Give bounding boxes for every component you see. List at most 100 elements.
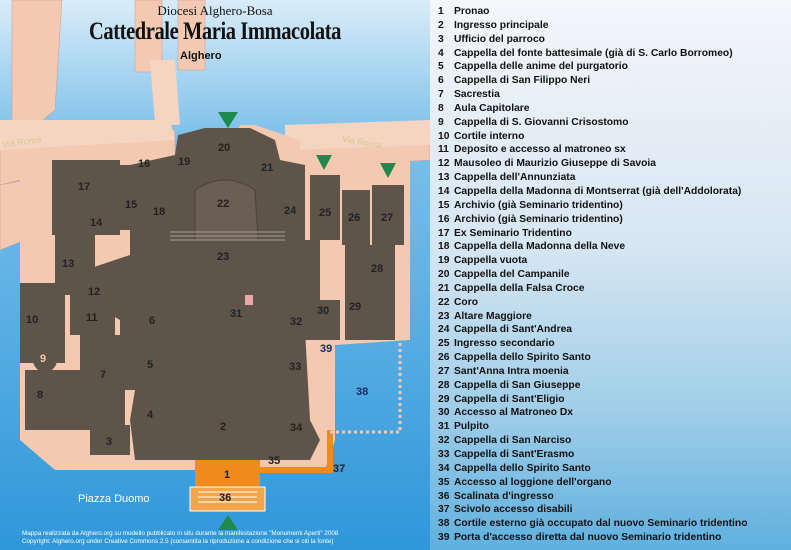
legend-number: 29 [438, 393, 450, 405]
legend-number: 10 [438, 130, 450, 142]
map-number-39[interactable]: 39 [320, 343, 333, 355]
map-number-14[interactable]: 14 [90, 217, 103, 229]
map-number-30[interactable]: 30 [317, 305, 330, 317]
legend-label: Mausoleo di Maurizio Giuseppe di Savoia [454, 158, 656, 170]
map-number-34[interactable]: 34 [290, 422, 303, 434]
map-number-9[interactable]: 9 [40, 353, 47, 365]
map-number-20[interactable]: 20 [218, 142, 231, 154]
map-title: Cattedrale Maria Immacolata [89, 18, 341, 45]
map-number-25[interactable]: 25 [319, 207, 332, 219]
map-number-11[interactable]: 11 [86, 312, 98, 324]
map-number-29[interactable]: 29 [349, 301, 362, 313]
map-number-26[interactable]: 26 [348, 212, 361, 224]
map-number-37[interactable]: 37 [333, 463, 346, 475]
legend-label: Cappella vuota [454, 255, 528, 267]
legend-label: Cappella della Madonna della Neve [454, 241, 626, 253]
map-number-3[interactable]: 3 [106, 436, 113, 448]
legend-item[interactable]: 12 Mausoleo di Maurizio Giuseppe di Savoi… [438, 157, 748, 171]
map-number-2[interactable]: 2 [220, 421, 227, 433]
legend-label: Cortile esterno già occupato dal nuovo S… [454, 518, 748, 530]
map-number-24[interactable]: 24 [284, 205, 297, 217]
map-number-15[interactable]: 15 [125, 199, 138, 211]
legend-number: 12 [438, 158, 450, 170]
map-number-17[interactable]: 17 [78, 181, 91, 193]
map-number-32[interactable]: 32 [290, 316, 303, 328]
map-number-1[interactable]: 1 [224, 469, 231, 481]
map-number-7[interactable]: 7 [100, 369, 107, 381]
legend-label: Altare Maggiore [454, 310, 532, 322]
map-number-31[interactable]: 31 [230, 308, 243, 320]
map-number-4[interactable]: 4 [147, 409, 154, 421]
legend-number: 34 [438, 462, 450, 474]
map-number-22[interactable]: 22 [217, 198, 230, 210]
legend-label: Cappella di San Filippo Neri [454, 75, 591, 87]
legend-number: 26 [438, 352, 450, 364]
map-number-35[interactable]: 35 [268, 455, 281, 467]
map-number-16[interactable]: 16 [138, 158, 151, 170]
cathedral-map[interactable]: Diocesi Alghero-Bosa Cattedrale Maria Im… [0, 0, 430, 550]
map-number-19[interactable]: 19 [178, 156, 191, 168]
map-number-8[interactable]: 8 [37, 389, 44, 401]
map-number-36[interactable]: 36 [219, 492, 232, 504]
legend-label: Ingresso secondario [454, 338, 555, 350]
map-number-28[interactable]: 28 [371, 263, 384, 275]
map-number-33[interactable]: 33 [289, 361, 302, 373]
map-number-12[interactable]: 12 [88, 286, 101, 298]
map-number-38[interactable]: 38 [356, 386, 369, 398]
legend-label: Cappella di San Giuseppe [454, 379, 581, 391]
legend-item[interactable]: 34 Cappella dello Spirito Santo [438, 462, 748, 476]
map-number-21[interactable]: 21 [261, 162, 274, 174]
map-number-5[interactable]: 5 [147, 359, 154, 371]
map-number-18[interactable]: 18 [153, 206, 166, 218]
legend-label: Pulpito [454, 421, 489, 433]
map-number-6[interactable]: 6 [149, 315, 156, 327]
legend-label: Cappella dello Spirito Santo [454, 462, 591, 474]
map-number-27[interactable]: 27 [381, 212, 394, 224]
legend-label: Scalinata d'ingresso [454, 490, 554, 502]
legend-label: Cappella di San Narciso [454, 435, 572, 447]
legend-number: 30 [438, 407, 450, 419]
map-number-23[interactable]: 23 [217, 251, 230, 263]
map-number-10[interactable]: 10 [26, 314, 39, 326]
map-number-13[interactable]: 13 [62, 258, 75, 270]
legend-number: 15 [438, 199, 450, 211]
legend-number: 4 [438, 47, 444, 59]
